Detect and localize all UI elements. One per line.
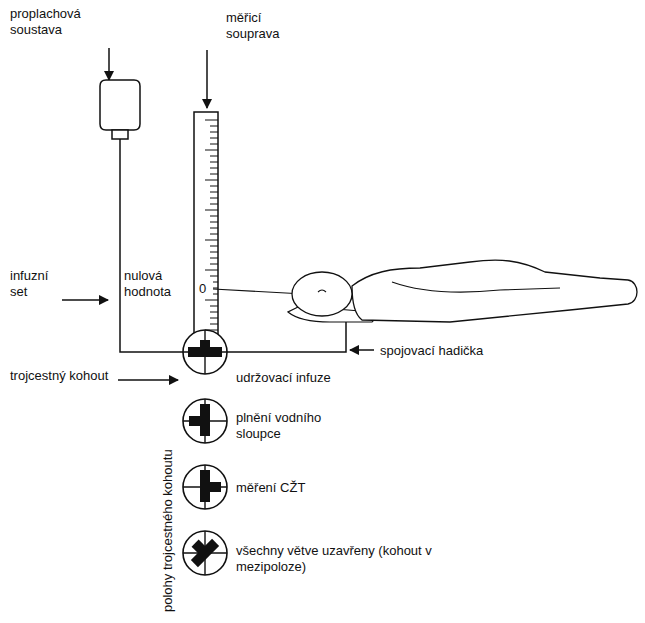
measuring-column xyxy=(194,112,218,334)
patient-ear xyxy=(318,290,326,292)
patient-arm xyxy=(392,282,560,292)
label: plnění vodního sloupce xyxy=(236,410,336,442)
pointer-arrow xyxy=(62,299,108,301)
stopcock-positions xyxy=(183,330,227,575)
bag-neck xyxy=(112,130,128,139)
stopcock-handles xyxy=(184,340,222,567)
flush-bag xyxy=(100,80,140,130)
patient-body xyxy=(352,260,637,322)
vertical-label: polohy trojcestného kohoutu xyxy=(160,449,176,612)
pointer-arrow xyxy=(350,349,374,351)
label: všechny větve uzavřeny (kohout v mezipol… xyxy=(236,543,436,575)
label: udržovací infuze xyxy=(236,370,376,386)
label: spojovací hadička xyxy=(380,343,520,359)
scale-ticks xyxy=(205,120,218,330)
pointer-arrow xyxy=(108,48,110,80)
label: 0 xyxy=(197,281,213,297)
label: měřicí souprava xyxy=(226,10,296,42)
connecting-tube xyxy=(227,322,346,352)
label: měření CŽT xyxy=(236,480,376,496)
label: infuzní set xyxy=(10,268,58,300)
pointer-arrow xyxy=(206,50,208,108)
label: trojcestný kohout xyxy=(10,368,110,384)
pointer-arrow xyxy=(118,379,178,381)
infusion-tube xyxy=(120,139,183,352)
label: nulová hodnota xyxy=(124,268,190,300)
patient-head xyxy=(292,272,352,316)
label: proplachová soustava xyxy=(10,6,100,38)
